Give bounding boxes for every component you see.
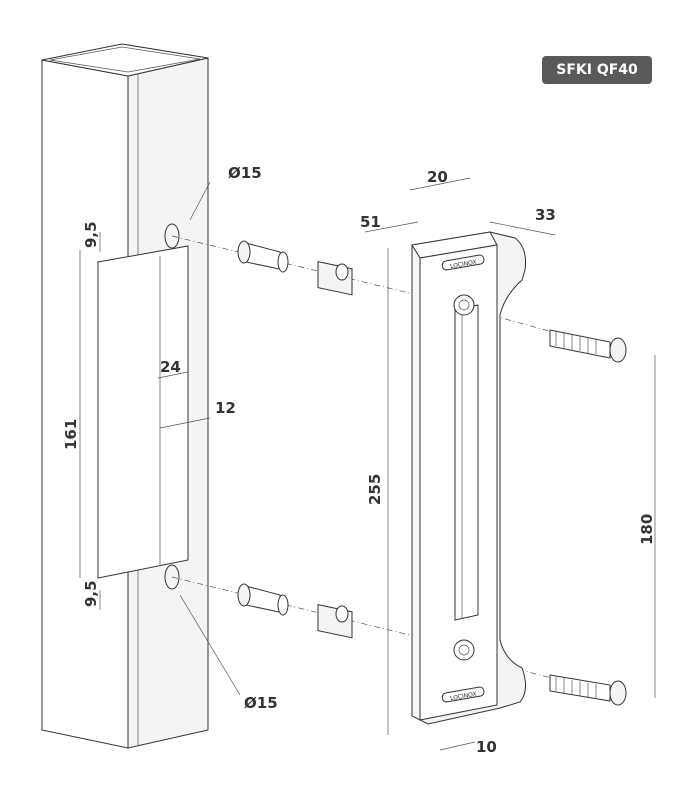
dim-hole-bottom-diameter: Ø15 — [244, 694, 278, 712]
dim-screw-spacing: 180 — [638, 514, 656, 545]
brand-logo-bottom: LOCINOX — [450, 691, 478, 703]
bushing-bottom — [237, 583, 289, 616]
dim-slot-height: 161 — [62, 419, 80, 450]
dim-keep-width: 20 — [427, 168, 448, 186]
dim-slot-depth: 12 — [215, 399, 236, 417]
dim-slot-width: 24 — [160, 358, 181, 376]
dim-offset-top: 9,5 — [82, 221, 100, 248]
lock-keep: LOCINOX LOCINOX — [411, 231, 526, 725]
screw-top — [549, 329, 627, 363]
product-code-badge: SFKI QF40 — [542, 56, 652, 84]
dim-keep-depth: 51 — [360, 213, 381, 231]
screw-bottom — [549, 674, 627, 706]
dim-keep-height: 255 — [366, 474, 384, 505]
insert-top — [317, 260, 353, 296]
dim-edge-thickness: 10 — [476, 738, 497, 756]
insert-bottom — [317, 603, 353, 639]
square-post — [41, 43, 209, 749]
bushing-top — [237, 240, 289, 273]
dim-hole-top-diameter: Ø15 — [228, 164, 262, 182]
dim-flange-width: 33 — [535, 206, 556, 224]
dim-offset-bottom: 9,5 — [82, 580, 100, 607]
brand-logo-top: LOCINOX — [450, 259, 478, 271]
post-slot — [97, 245, 189, 579]
